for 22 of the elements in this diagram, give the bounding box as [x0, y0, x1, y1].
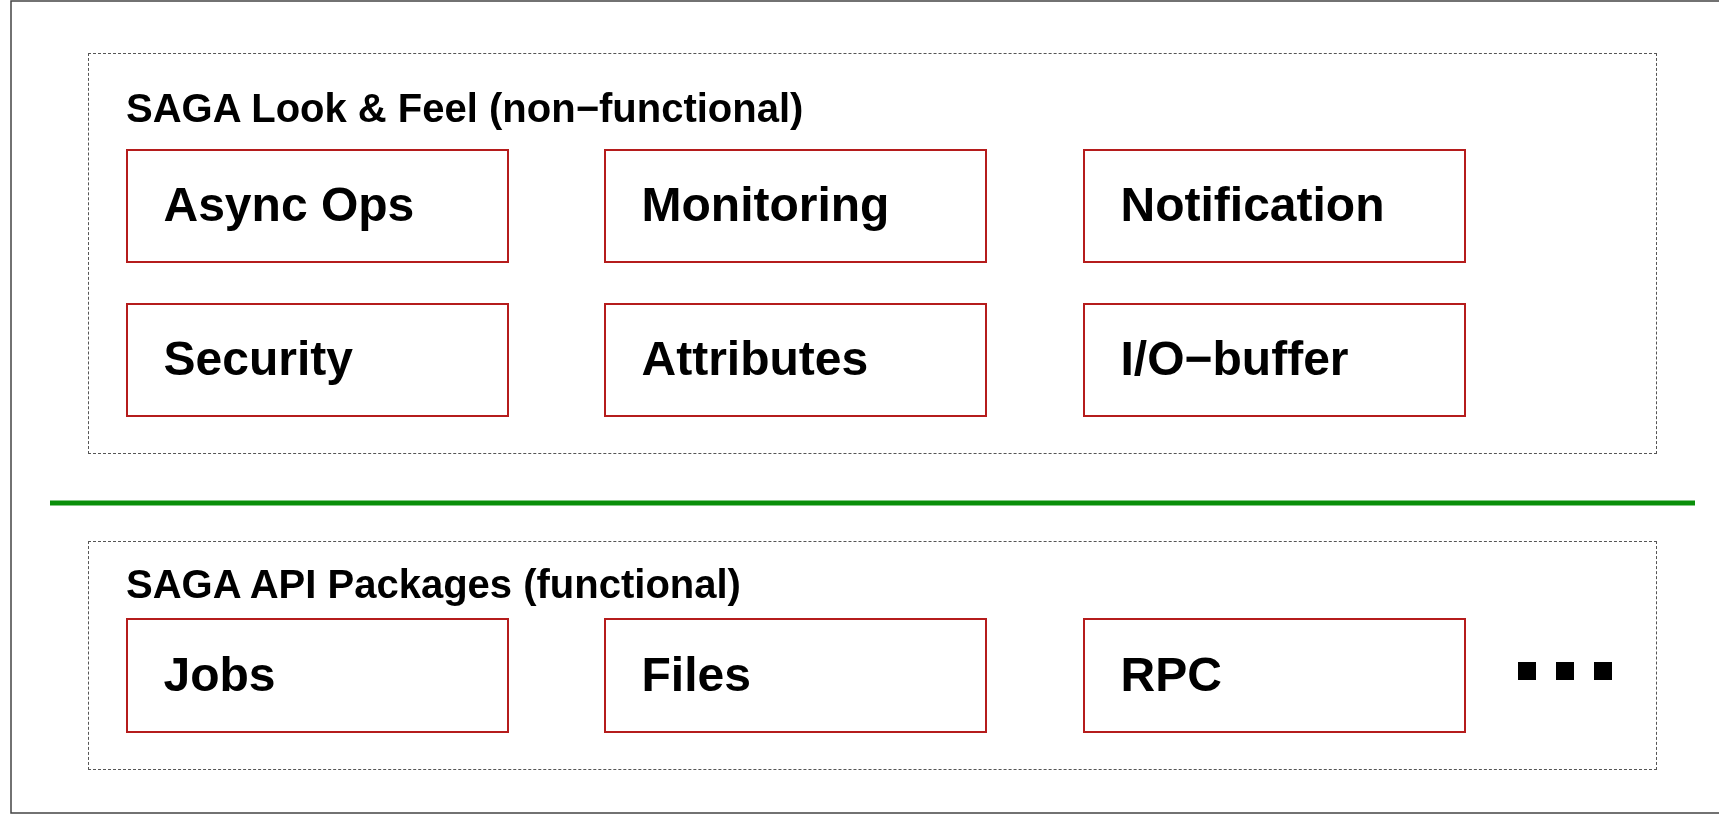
module-box — [125, 617, 509, 733]
module-box — [603, 148, 987, 263]
module-box — [1082, 148, 1466, 263]
module-label: RPC — [1119, 648, 1222, 702]
group-frame — [88, 53, 1657, 454]
group-title: SAGA Look & Feel (non−functional) — [126, 88, 804, 128]
module-label: Attributes — [640, 333, 869, 386]
module-label: Monitoring — [640, 179, 890, 232]
module-label: Notification — [1119, 179, 1385, 232]
module-box — [1082, 617, 1466, 733]
module-label: Async Ops — [162, 179, 415, 232]
group-frame — [88, 541, 1657, 770]
module-label: Jobs — [162, 648, 276, 702]
module-box — [125, 302, 509, 417]
module-label: I/O−buffer — [1119, 333, 1349, 386]
module-box — [1082, 302, 1466, 417]
module-label: Security — [162, 333, 353, 386]
module-box — [603, 302, 987, 417]
module-box — [603, 617, 987, 733]
module-label: Files — [640, 648, 751, 702]
module-box — [125, 148, 509, 263]
group-title: SAGA API Packages (functional) — [126, 564, 741, 604]
